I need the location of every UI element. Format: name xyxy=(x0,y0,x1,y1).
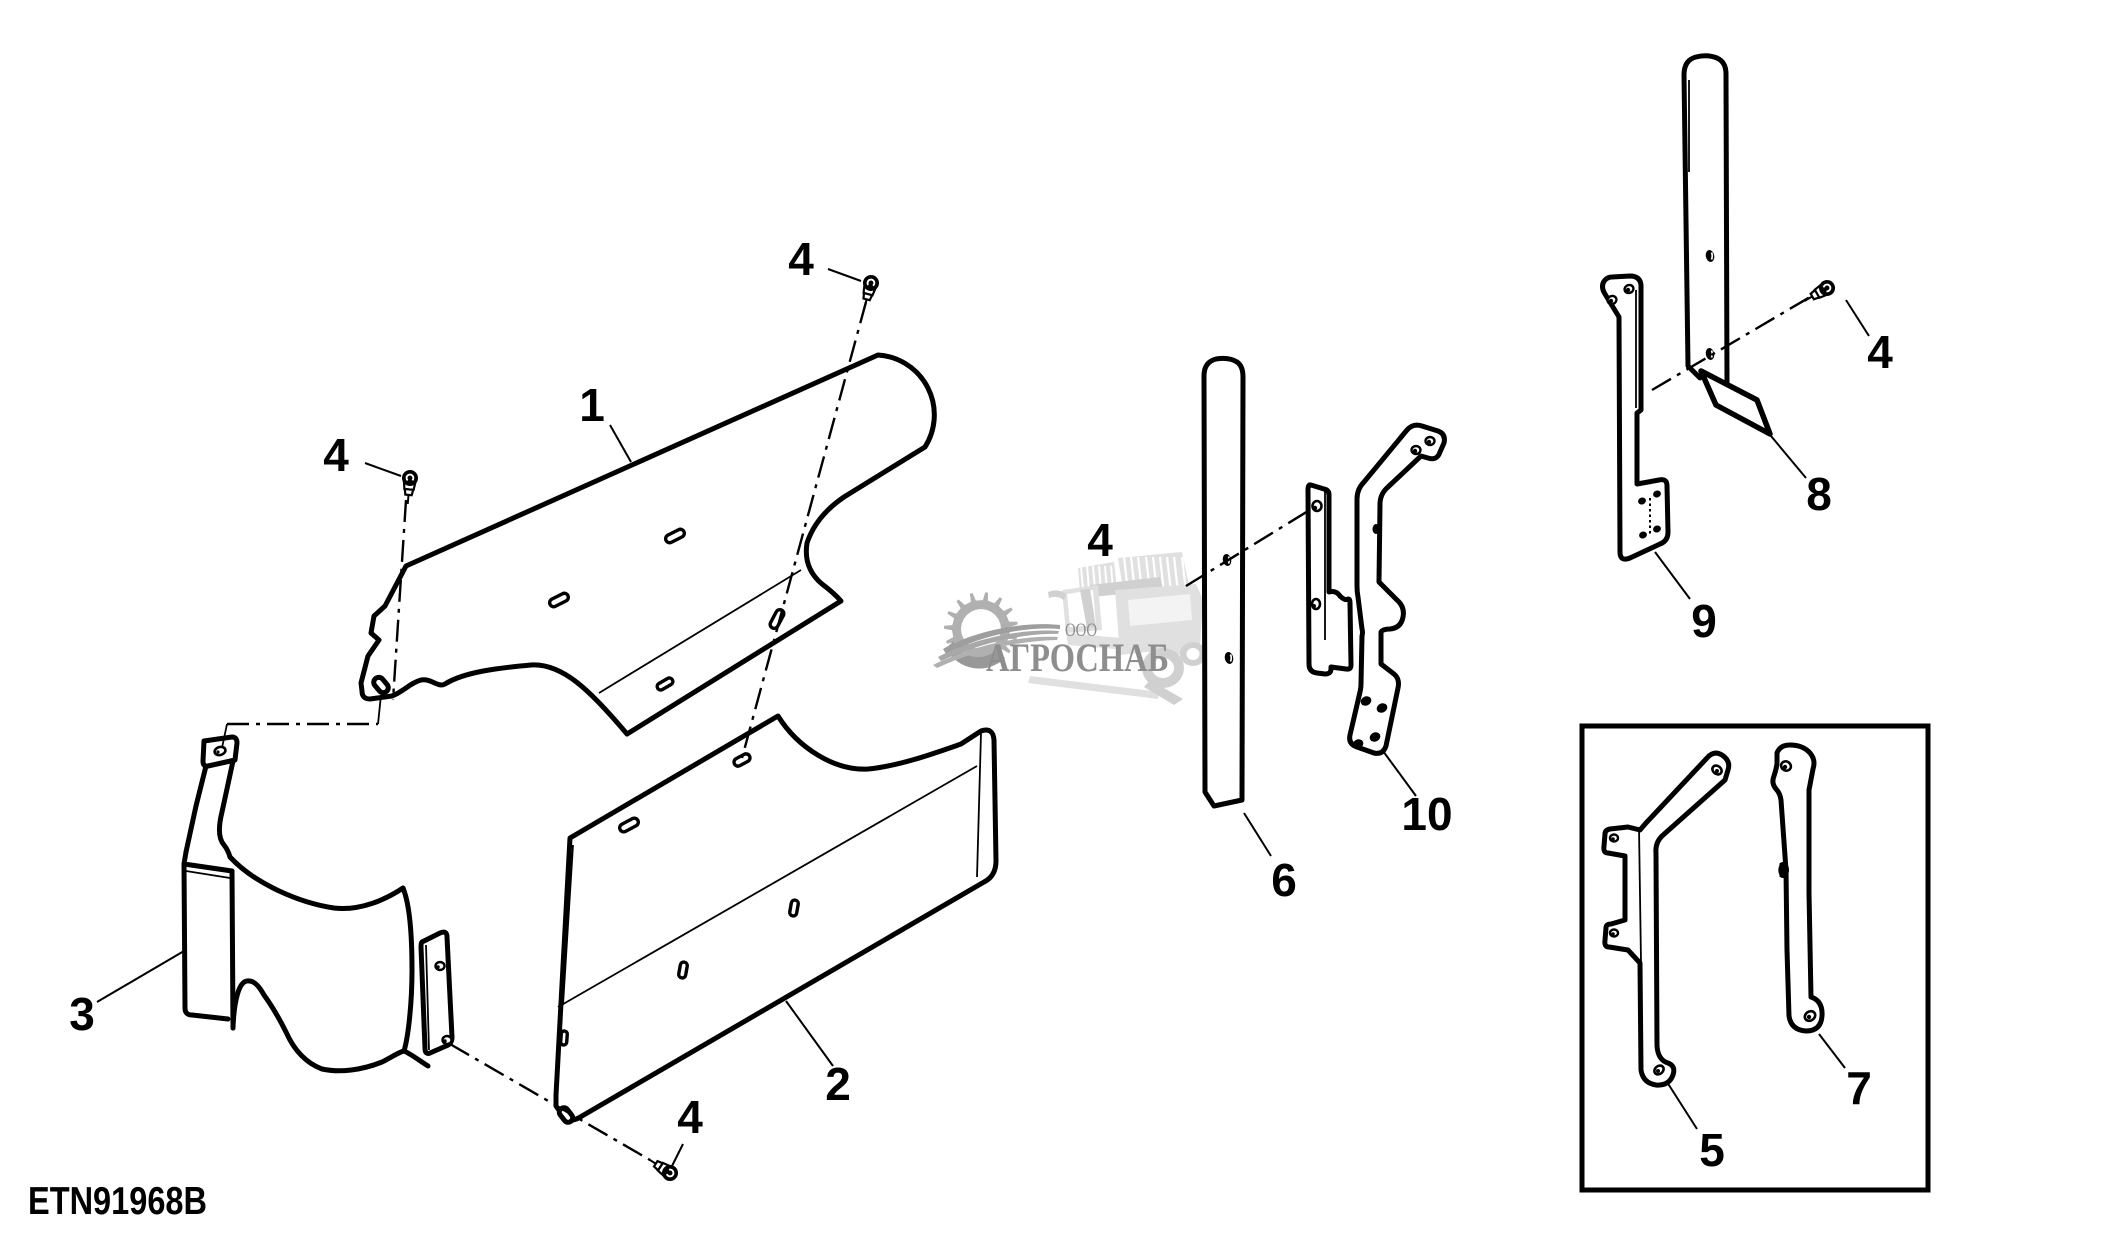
svg-text:3: 3 xyxy=(69,988,95,1040)
svg-text:1: 1 xyxy=(579,379,605,431)
svg-text:7: 7 xyxy=(1846,1062,1872,1114)
svg-text:4: 4 xyxy=(1867,326,1893,378)
svg-text:8: 8 xyxy=(1806,468,1832,520)
svg-text:9: 9 xyxy=(1691,595,1717,647)
svg-text:4: 4 xyxy=(788,233,814,285)
svg-text:5: 5 xyxy=(1699,1124,1725,1176)
svg-text:OOO: OOO xyxy=(1065,620,1097,641)
svg-text:10: 10 xyxy=(1401,788,1452,840)
svg-text:6: 6 xyxy=(1271,854,1297,906)
svg-text:ETN91968B: ETN91968B xyxy=(28,1180,207,1223)
svg-text:4: 4 xyxy=(1087,514,1113,566)
svg-text:2: 2 xyxy=(825,1058,851,1110)
svg-text:4: 4 xyxy=(677,1091,703,1143)
svg-text:АГРОСНАБ: АГРОСНАБ xyxy=(986,635,1169,680)
svg-text:4: 4 xyxy=(323,429,349,481)
